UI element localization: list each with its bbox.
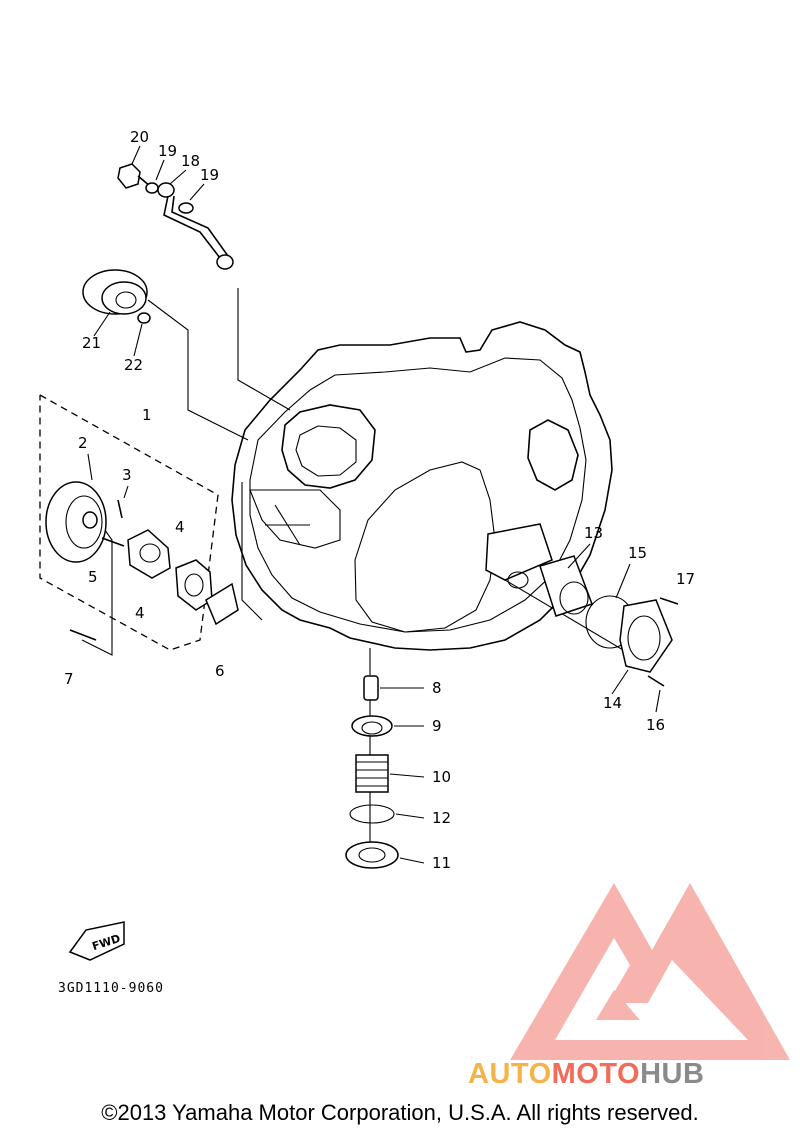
logo-part-hub: HUB xyxy=(640,1058,705,1090)
callout-label: 3 xyxy=(122,466,132,484)
callout-label: 16 xyxy=(646,716,665,734)
watermark-triangle-logo xyxy=(510,883,790,1060)
callout-label: 18 xyxy=(181,152,200,170)
oil-filter-group xyxy=(485,523,679,687)
callout-label: 15 xyxy=(628,544,647,562)
callout-label: 14 xyxy=(603,694,622,712)
callout-label: 13 xyxy=(584,524,603,542)
callout-labels: 20 19 18 19 21 22 1 2 3 4 5 4 7 6 8 9 10… xyxy=(64,128,695,872)
logo-part-moto: MOTO xyxy=(551,1058,641,1090)
callout-label: 11 xyxy=(432,854,451,872)
callout-label: 10 xyxy=(432,768,451,786)
callout-label: 22 xyxy=(124,356,143,374)
callout-label: 4 xyxy=(175,518,185,536)
callout-label: 19 xyxy=(158,142,177,160)
callout-label: 1 xyxy=(142,406,152,424)
callout-leaders xyxy=(87,145,661,864)
copyright-notice: ©2013 Yamaha Motor Corporation, U.S.A. A… xyxy=(101,1100,699,1125)
logo-part-auto: AUTO xyxy=(468,1058,552,1090)
callout-label: 17 xyxy=(676,570,695,588)
callout-label: 2 xyxy=(78,434,88,452)
callout-label: 5 xyxy=(88,568,98,586)
callout-label: 4 xyxy=(135,604,145,622)
callout-label: 8 xyxy=(432,679,442,697)
callout-label: 19 xyxy=(200,166,219,184)
callout-label: 6 xyxy=(215,662,225,680)
part-code: 3GD1110-9060 xyxy=(58,981,164,996)
callout-label: 7 xyxy=(64,670,74,688)
callout-label: 9 xyxy=(432,717,442,735)
pump-drive-gear xyxy=(82,269,151,324)
drain-strainer-stack xyxy=(345,675,399,869)
fwd-arrow-icon: FWD xyxy=(68,921,125,961)
automotohub-logo: AUTOMOTOHUB xyxy=(468,1058,704,1091)
callout-label: 21 xyxy=(82,334,101,352)
callout-label: 20 xyxy=(130,128,149,146)
oil-pump-assembly xyxy=(45,481,239,641)
oil-delivery-pipe-group xyxy=(117,163,234,270)
callout-label: 12 xyxy=(432,809,451,827)
